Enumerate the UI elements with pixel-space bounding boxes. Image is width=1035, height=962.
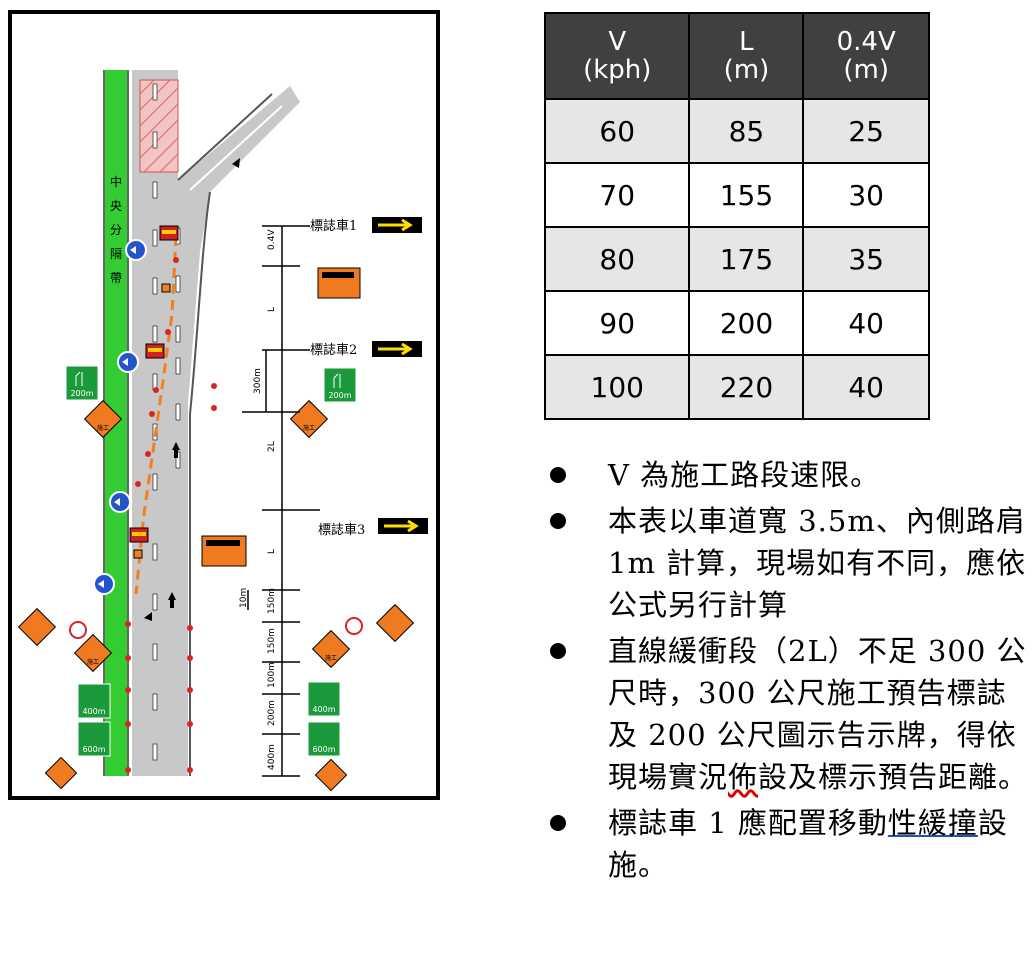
distance-sign-label: 200m	[328, 391, 351, 400]
note-text: 本表以車道寬 3.5m、內側路肩 1m 計算，現場如有不同，應依公式另行計算	[608, 504, 1027, 622]
bullet-icon	[550, 643, 566, 659]
note-text: 設及標示預告距離。	[758, 760, 1029, 794]
dim-label: 0.4V	[267, 229, 277, 250]
median-label-char: 央	[110, 199, 122, 213]
bullet-icon	[550, 815, 566, 831]
distance-sign-label: 400m	[312, 705, 335, 714]
note-item: 標誌車 1 應配置移動性緩撞設施。	[544, 802, 1035, 886]
note-text: 標誌車 1 應配置移動	[608, 806, 888, 840]
note-item: 本表以車道寬 3.5m、內側路肩 1m 計算，現場如有不同，應依公式另行計算	[544, 500, 1035, 626]
cell-v: 70	[543, 162, 691, 228]
distance-sign-label: 400m	[82, 707, 105, 716]
dim-label: L	[267, 307, 277, 312]
cell-v: 90	[543, 290, 691, 356]
warning-signs	[17, 399, 415, 792]
work-sign-label: 施工	[87, 658, 99, 666]
note-item: 直線緩衝段（2L）不足 300 公尺時，300 公尺施工預告標誌及 200 公尺…	[544, 630, 1035, 798]
median-label-char: 中	[110, 174, 122, 189]
dim-label: 200m	[267, 700, 277, 726]
notes-list: V 為施工路段速限。 本表以車道寬 3.5m、內側路肩 1m 計算，現場如有不同…	[544, 454, 1035, 890]
distance-sign-label: 200m	[70, 389, 93, 398]
cell-v: 80	[543, 226, 691, 292]
cell-04v: 35	[802, 226, 930, 292]
work-sign-label: 施工	[303, 424, 315, 432]
note-text: 直線緩衝段（2L）不足 300 公尺時，300 公尺施工預告標誌及 200 公尺…	[608, 634, 1027, 794]
cell-l: 220	[688, 354, 805, 420]
bullet-icon	[550, 513, 566, 529]
dim-label: 150m	[267, 628, 277, 654]
taper-line	[134, 235, 178, 595]
table-header-row: V(kph) L(m) 0.4V(m)	[543, 12, 930, 100]
distance-signs: 200m 200m 400m 400m 600m 600m	[65, 365, 357, 757]
note-item: V 為施工路段速限。	[544, 454, 1035, 496]
marker-vehicle-2-label: 標誌車2	[310, 342, 357, 358]
dim-label: 10m	[239, 588, 249, 608]
header-04v: 0.4V(m)	[802, 12, 930, 100]
cell-04v: 30	[802, 162, 930, 228]
note-text-underlined: 性緩撞	[887, 806, 978, 840]
cell-04v: 40	[802, 354, 930, 420]
dim-label: 2L	[267, 441, 277, 452]
marker-vehicle-1-label: 標誌車1	[310, 218, 357, 234]
vehicle-arrow-signs	[372, 217, 428, 534]
dim-label: 300m	[253, 368, 263, 394]
note-text: V 為施工路段速限。	[608, 458, 881, 492]
cell-v: 100	[543, 354, 691, 420]
dim-label: 400m	[267, 744, 277, 770]
median-label-char: 隔	[110, 247, 122, 261]
header-l: L(m)	[688, 12, 805, 100]
cell-04v: 40	[802, 290, 930, 356]
work-sign-label: 施工	[97, 424, 109, 432]
cell-l: 200	[688, 290, 805, 356]
dimension-lines	[242, 225, 320, 777]
note-text-flagged: 佈	[728, 760, 759, 794]
median-label-char: 帶	[110, 271, 122, 285]
cell-v: 60	[543, 98, 691, 164]
distance-sign-label: 600m	[82, 745, 105, 754]
cell-l: 155	[688, 162, 805, 228]
header-v: V(kph)	[543, 12, 691, 100]
bullet-icon	[550, 467, 566, 483]
cell-l: 85	[688, 98, 805, 164]
median-label-char: 分	[110, 223, 122, 237]
marker-vehicles-on-road	[129, 225, 179, 559]
dim-label: 100m	[267, 662, 277, 688]
dim-label: 150m	[267, 588, 277, 614]
traffic-control-diagram: 中央分隔帶	[8, 10, 440, 800]
arrow-boards	[201, 267, 361, 567]
distance-sign-label: 600m	[312, 745, 335, 754]
cell-04v: 25	[802, 98, 930, 164]
note-text: 設施。	[608, 806, 1008, 882]
work-sign-label: 施工	[325, 654, 337, 662]
cell-l: 175	[688, 226, 805, 292]
keep-left-signs	[93, 239, 147, 595]
dim-label: L	[267, 549, 277, 554]
traffic-cones	[125, 257, 217, 773]
marker-vehicle-3-label: 標誌車3	[318, 522, 365, 538]
